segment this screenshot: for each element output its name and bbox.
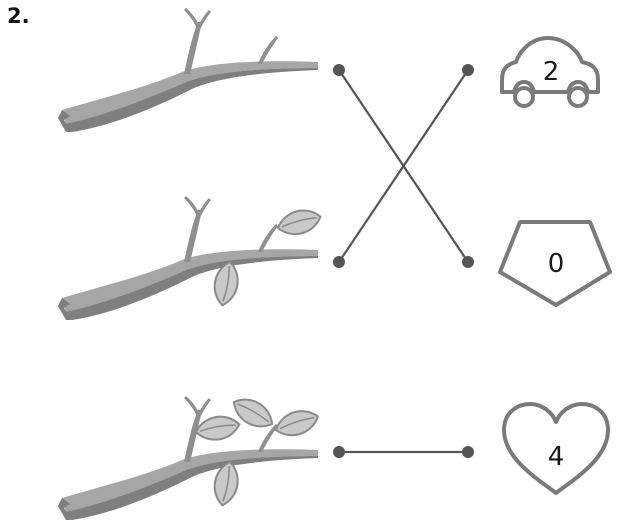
connection-line [338,69,469,263]
branch-no-leaves [58,8,318,132]
right-dot[interactable] [462,64,474,76]
pentagon-shape: 0 [498,220,612,307]
left-dot[interactable] [333,256,345,268]
right-dot[interactable] [462,446,474,458]
right-dot[interactable] [462,256,474,268]
leaf [193,412,243,445]
car-number: 2 [543,57,560,87]
pentagon-number: 0 [548,249,565,279]
heart-shape: 4 [502,402,610,495]
exercise-number: 2. [7,4,30,28]
connection-dots [333,64,474,458]
leaf [274,204,325,240]
heart-number: 4 [548,442,565,472]
left-dot[interactable] [333,446,345,458]
branch-two-leaves [58,196,325,320]
car-shape: 2 [500,36,600,108]
connection-lines [338,69,469,454]
leaf [271,404,323,442]
left-dot[interactable] [333,64,345,76]
branch-four-leaves [58,391,323,520]
